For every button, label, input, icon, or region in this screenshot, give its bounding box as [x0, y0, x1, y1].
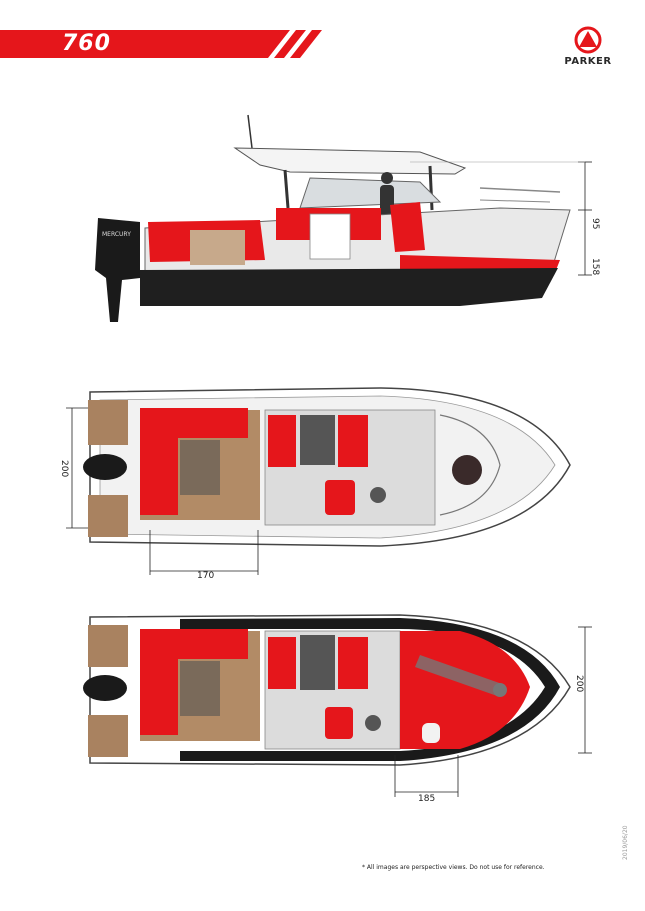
- cockpit-table: [180, 661, 220, 716]
- dinette-table: [300, 415, 335, 465]
- helm-seat: [325, 480, 355, 515]
- model-title: 760: [62, 31, 111, 56]
- person-silhouette: [381, 172, 393, 184]
- dim-upper: 95: [590, 218, 600, 229]
- engine-brand-label: MERCURY: [102, 231, 131, 238]
- deck-hatch: [452, 455, 482, 485]
- steering-wheel-icon: [370, 487, 386, 503]
- boat-top-view-cabin: 200 185: [83, 614, 592, 804]
- dinette-table: [300, 635, 335, 690]
- boat-side-profile: MERCURY 95 158: [95, 114, 600, 322]
- dim-cabin-length: 185: [418, 794, 435, 804]
- document-date: 2019/06/20: [622, 825, 629, 860]
- outboard-top-icon: [83, 454, 127, 480]
- model-banner: [0, 30, 322, 58]
- toilet: [422, 723, 440, 743]
- cockpit-table: [180, 440, 220, 495]
- hull-bottom: [140, 268, 558, 306]
- outboard-top-icon: [83, 675, 127, 701]
- helm-seat: [325, 707, 353, 739]
- antenna: [247, 114, 253, 149]
- boat-top-view-open: 200 170: [60, 387, 571, 580]
- windshield-top: [439, 414, 501, 516]
- person-outline: [415, 655, 505, 697]
- swim-platform-starboard: [88, 495, 128, 537]
- teak-deck: [190, 230, 245, 265]
- disclaimer-note: * All images are perspective views. Do n…: [362, 864, 545, 871]
- steering-wheel-icon: [365, 715, 381, 731]
- swim-platform-port: [88, 400, 128, 445]
- brand-name: PARKER: [564, 56, 612, 67]
- dinette-seat-aft: [268, 637, 296, 689]
- outboard-engine: [95, 218, 140, 322]
- dim-beam-open: 200: [60, 460, 69, 477]
- parker-logo-icon: [574, 26, 602, 54]
- dim-beam-cabin: 200: [574, 675, 584, 692]
- swim-platform-port: [88, 625, 128, 667]
- l-sofa: [140, 408, 248, 515]
- hardtop: [233, 147, 467, 175]
- dinette-seat-fwd: [338, 415, 368, 467]
- dinette-seat-aft: [268, 415, 296, 467]
- l-sofa: [140, 629, 248, 735]
- dim-lower: 158: [590, 258, 600, 275]
- dim-cockpit-length: 170: [197, 571, 214, 580]
- swim-platform-starboard: [88, 715, 128, 757]
- dinette-seat-fwd: [338, 637, 368, 689]
